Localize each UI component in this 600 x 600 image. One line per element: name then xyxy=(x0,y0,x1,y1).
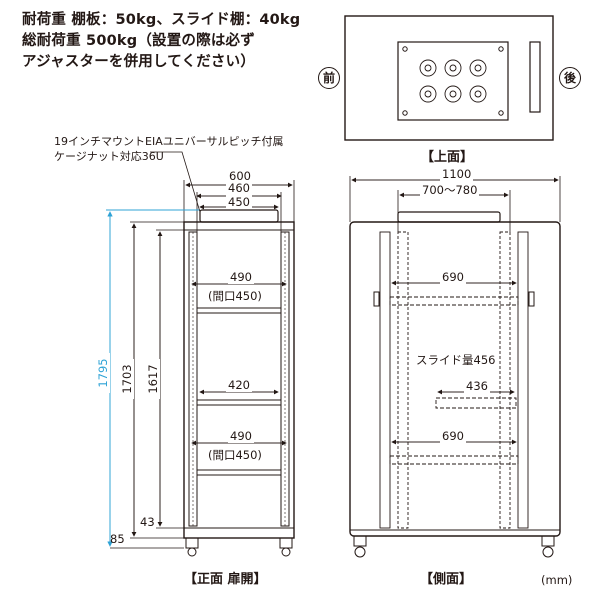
back-marker: 後 xyxy=(559,67,581,89)
dim-450: 450 xyxy=(226,195,252,209)
dim-436: 436 xyxy=(464,379,490,393)
side-view-caption: 【側面】 xyxy=(420,572,473,587)
dim-700-780: 700〜780 xyxy=(420,182,480,198)
dim-1795-line xyxy=(106,209,200,547)
dim-600: 600 xyxy=(227,169,253,183)
front-view xyxy=(183,209,295,557)
front-cabinet-outline xyxy=(183,221,295,539)
unit-label: (mm) xyxy=(541,573,573,587)
front-marker: 前 xyxy=(318,67,340,89)
side-dimensions xyxy=(349,176,561,445)
side-view xyxy=(349,211,561,558)
dim-1100: 1100 xyxy=(440,167,474,181)
dim-1617: 1617 xyxy=(146,359,160,399)
dim-1795: 1795 xyxy=(96,353,110,393)
fan-panel xyxy=(397,41,509,121)
front-view-caption: 【正面 扉開】 xyxy=(184,572,267,587)
dim-1703: 1703 xyxy=(120,359,134,399)
spec-line-3: アジャスターを併用してください） xyxy=(22,54,256,70)
mount-note-line-1: 19インチマウントEIAユニバーサルピッチ付属 xyxy=(54,135,284,148)
front-dimensions xyxy=(110,180,295,549)
dim-420: 420 xyxy=(226,378,252,392)
dim-85: 85 xyxy=(110,532,125,546)
dim-490-lower: 490 xyxy=(228,429,254,443)
dim-490-upper: 490 xyxy=(228,270,254,284)
top-view xyxy=(344,15,554,141)
dim-460: 460 xyxy=(226,181,252,195)
spec-line-2: 総耐荷重 500kg（設置の際は必ず xyxy=(22,33,255,49)
handle xyxy=(529,41,541,113)
dim-690-lower: 690 xyxy=(440,429,466,443)
fan-grid xyxy=(419,59,487,103)
dim-opening-upper: (間口450) xyxy=(208,289,262,303)
spec-line-1: 耐荷重 棚板：50kg、スライド棚：40kg xyxy=(22,12,301,28)
mount-note-line-2: ケージナット対応36U xyxy=(54,150,164,163)
dim-43: 43 xyxy=(140,515,155,529)
side-cabinet-outline xyxy=(349,221,561,537)
top-view-outline xyxy=(344,15,554,141)
dim-690-upper: 690 xyxy=(440,270,466,284)
slide-amount-label: スライド量456 xyxy=(416,353,496,367)
note-leader xyxy=(150,151,201,213)
top-view-caption: 【上面】 xyxy=(421,150,474,165)
dim-opening-lower: (間口450) xyxy=(208,448,262,462)
